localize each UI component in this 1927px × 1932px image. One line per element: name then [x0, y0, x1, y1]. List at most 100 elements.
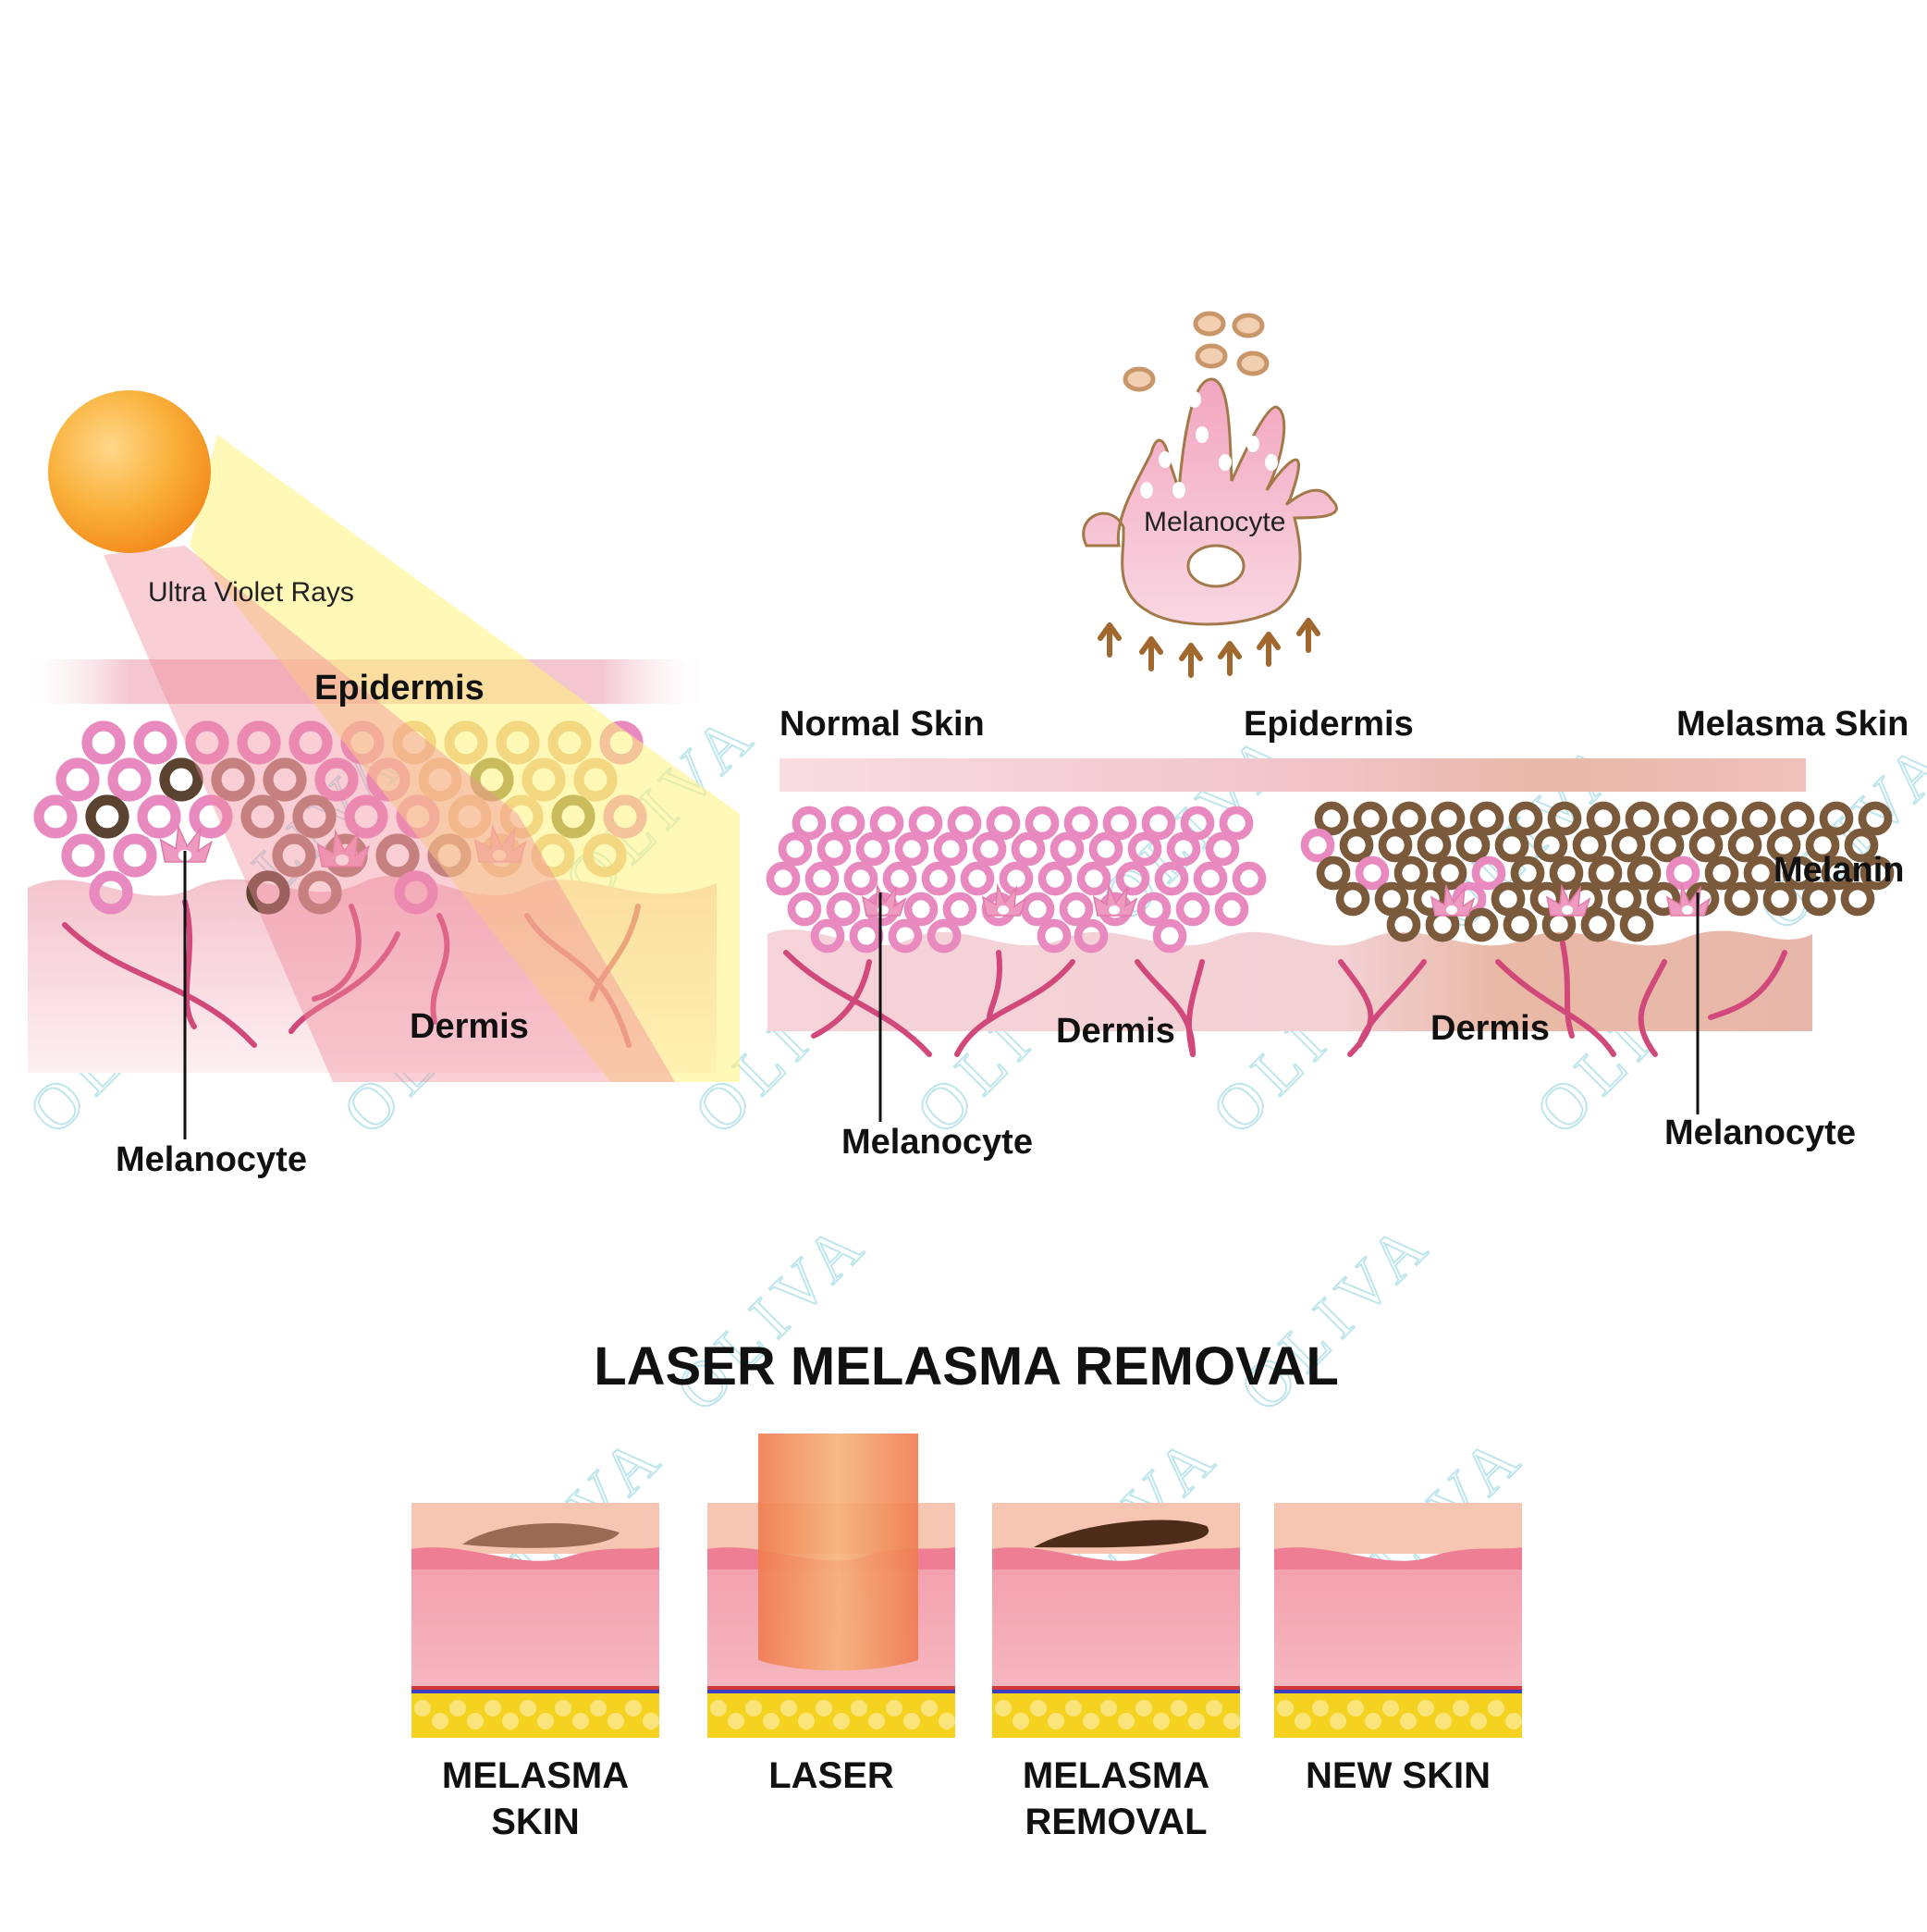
melanocyte-detail-label: Melanocyte [1144, 507, 1285, 537]
skin-cell [211, 757, 255, 802]
removal-step: LASER [707, 1434, 955, 1796]
skin-cell [263, 757, 307, 802]
skin-cell [1353, 801, 1388, 836]
fat-cell [432, 1713, 448, 1729]
skin-cell [1076, 861, 1111, 896]
fat-cell [886, 1700, 902, 1717]
skin-cell [855, 831, 890, 867]
fat-cell [851, 1700, 867, 1717]
skin-cell [972, 831, 1007, 867]
fat-layer [411, 1693, 659, 1738]
dermis-block [992, 1569, 1240, 1688]
fat-cell [590, 1700, 607, 1717]
skin-cell [1533, 828, 1568, 863]
skin-cell [1549, 855, 1584, 891]
skin-cell [1102, 806, 1137, 841]
skin-cell [1136, 892, 1172, 927]
skin-cell [1378, 828, 1413, 863]
artery-line [411, 1686, 659, 1690]
step-caption-line1: MELASMA [442, 1755, 629, 1796]
skin-cell [843, 861, 878, 896]
melanocyte-granule-dots [1140, 391, 1278, 498]
melanocyte-cell-icon [1082, 377, 1338, 626]
skin-cell [830, 806, 865, 841]
skin-cell [1025, 806, 1060, 841]
skin-cell [81, 720, 126, 765]
skin-cell [1386, 907, 1421, 942]
step-caption-line1: LASER [768, 1755, 894, 1796]
skin-cell [869, 806, 904, 841]
skin-cell [1844, 828, 1879, 863]
melanocyte-icon [316, 828, 371, 868]
fat-cell [1065, 1700, 1082, 1717]
skin-cell [246, 870, 290, 915]
skin-cell [1743, 855, 1778, 891]
fat-layer [992, 1693, 1240, 1738]
skin-cell [1374, 881, 1409, 917]
fat-cell [1118, 1713, 1135, 1729]
step-caption-line1: NEW SKIN [1306, 1755, 1491, 1796]
skin-cell [960, 861, 995, 896]
skin-cell [1801, 881, 1836, 917]
skin-cell [1704, 855, 1739, 891]
melanocyte-nucleus [1682, 905, 1693, 915]
removal-step: MELASMA SKIN [411, 1503, 659, 1842]
melanin-label: Melanin [1774, 851, 1904, 890]
melanin-granule-icon [1193, 311, 1226, 337]
skin-cell [849, 918, 884, 954]
fat-cell [1312, 1700, 1329, 1717]
cmp-dermis-right-label: Dermis [1430, 1009, 1550, 1048]
skin-cell [1355, 855, 1390, 891]
sun-icon [48, 390, 211, 553]
skin-cell [189, 794, 233, 839]
cmp-melanocyte-left-label: Melanocyte [841, 1123, 1033, 1162]
skin-cell [1586, 801, 1621, 836]
skin-cell [1547, 801, 1582, 836]
skin-cell [1650, 828, 1685, 863]
fat-cell [798, 1713, 815, 1729]
fat-layer [707, 1693, 955, 1738]
skin-cell [1455, 828, 1491, 863]
fat-cell [1206, 1700, 1222, 1717]
skin-cell [1859, 855, 1895, 891]
skin-cell [1611, 828, 1646, 863]
skin-cell [1471, 855, 1506, 891]
skin-cell [1037, 861, 1073, 896]
skin-cell [888, 918, 923, 954]
skin-cell [1727, 828, 1762, 863]
skin-cell [1127, 831, 1162, 867]
fat-cell [414, 1700, 431, 1717]
uv-epidermis-label: Epidermis [314, 669, 485, 708]
skin-cell [1741, 801, 1776, 836]
fat-cell [833, 1713, 850, 1729]
melanin-granule-icon [1232, 313, 1265, 338]
fat-layer [1274, 1693, 1522, 1738]
skin-cell [1688, 828, 1724, 863]
skin-surface [1274, 1503, 1522, 1554]
skin-cell [1175, 892, 1210, 927]
skin-cell [947, 806, 982, 841]
melanocyte-icon [159, 823, 214, 863]
step-caption-line2: SKIN [491, 1802, 580, 1842]
skin-cell [882, 861, 917, 896]
skin-cell [1141, 806, 1176, 841]
dermis-block [1274, 1569, 1522, 1688]
skin-cell [921, 861, 956, 896]
melanocyte-nucleus [1186, 544, 1246, 588]
skin-cell [816, 831, 852, 867]
uv-beam-yellow-icon [190, 435, 740, 1082]
skin-cell [1588, 855, 1623, 891]
skin-cell [1766, 828, 1801, 863]
up-arrow-icon [1296, 618, 1320, 653]
fat-cell [1030, 1700, 1047, 1717]
skin-cell [344, 794, 388, 839]
comparison-panel: Normal Skin Epidermis Melasma Skin Dermi… [766, 705, 1909, 1162]
skin-cell [55, 757, 100, 802]
skin-cell [792, 806, 827, 841]
fat-cell [502, 1713, 519, 1729]
melanocyte-icon [1430, 883, 1476, 917]
skin-cell [1819, 801, 1854, 836]
fat-cell [537, 1713, 554, 1729]
skin-cell [1508, 801, 1543, 836]
